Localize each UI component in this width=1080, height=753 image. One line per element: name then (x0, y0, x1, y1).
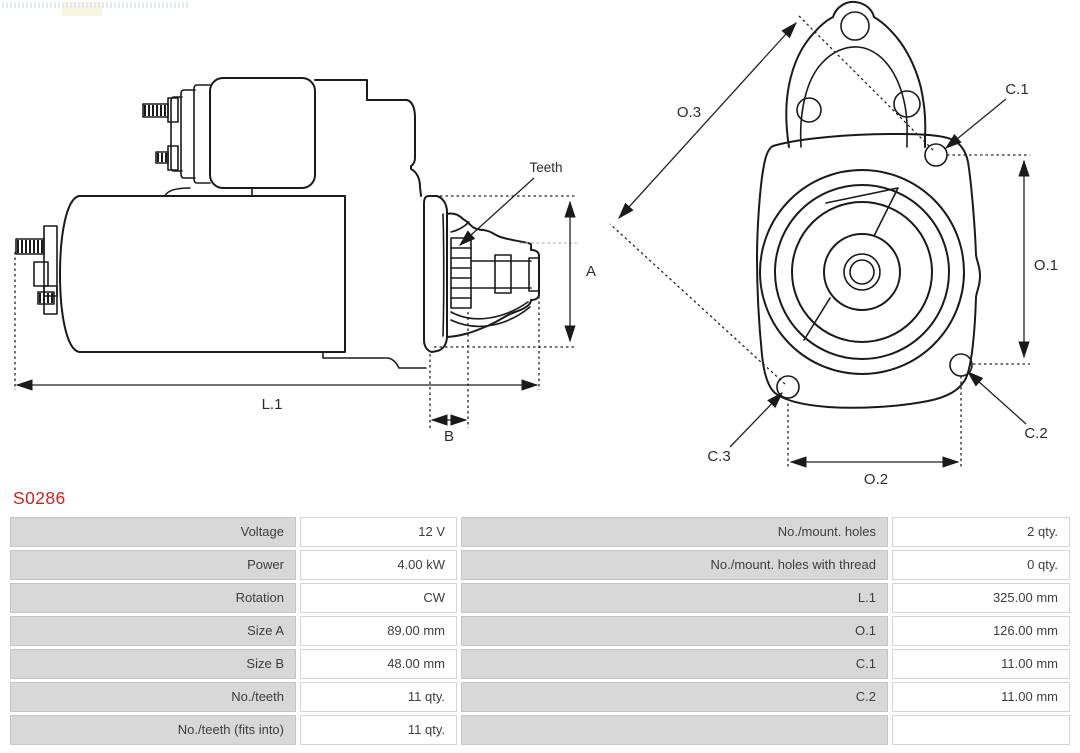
side-view: Teeth A L.1 B (14, 77, 596, 445)
dim-label-o3: O.3 (677, 104, 701, 121)
spec-value: 48.00 mm (300, 649, 457, 679)
starter-motor-technical-drawing: Teeth A L.1 B (14, 0, 1058, 488)
dim-label-l1: L.1 (262, 396, 283, 413)
spec-value: 12 V (300, 517, 457, 547)
spec-label: C.1 (461, 649, 888, 679)
spec-label: O.1 (461, 616, 888, 646)
dim-label-o2: O.2 (864, 471, 888, 488)
spec-value: 4.00 kW (300, 550, 457, 580)
spec-table: Voltage 12 V No./mount. holes 2 qty. Pow… (10, 517, 1070, 745)
front-view: O.3 C.1 O.1 C.3 C.2 O.2 (609, 0, 1058, 488)
part-number: S0286 (13, 488, 66, 508)
spec-value: CW (300, 583, 457, 613)
spec-value: 89.00 mm (300, 616, 457, 646)
spec-value: 126.00 mm (892, 616, 1070, 646)
spec-value: 11 qty. (300, 682, 457, 712)
teeth-label: Teeth (529, 160, 562, 175)
spec-value (892, 715, 1070, 745)
dim-label-a: A (586, 263, 596, 280)
top-mount-hole (840, 11, 870, 41)
dim-label-c2: C.2 (1024, 425, 1047, 442)
spec-value: 11.00 mm (892, 649, 1070, 679)
dim-label-b: B (444, 428, 454, 445)
dim-label-c3: C.3 (707, 448, 730, 465)
spec-label: Size A (10, 616, 296, 646)
spec-value: 2 qty. (892, 517, 1070, 547)
brand-watermark (2, 2, 190, 16)
spec-label: No./teeth (10, 682, 296, 712)
spec-label: Rotation (10, 583, 296, 613)
bell-left-hole (796, 97, 822, 123)
dim-label-c1: C.1 (1005, 81, 1028, 98)
spec-label: Size B (10, 649, 296, 679)
dim-label-o1: O.1 (1034, 257, 1058, 274)
spec-value: 11 qty. (300, 715, 457, 745)
spec-label: No./teeth (fits into) (10, 715, 296, 745)
mount-hole-c1 (924, 143, 948, 167)
spec-label: L.1 (461, 583, 888, 613)
spec-label (461, 715, 888, 745)
spec-value: 325.00 mm (892, 583, 1070, 613)
spec-label: Power (10, 550, 296, 580)
spec-value: 0 qty. (892, 550, 1070, 580)
spec-label: Voltage (10, 517, 296, 547)
spec-value: 11.00 mm (892, 682, 1070, 712)
pinion-teeth (450, 247, 472, 299)
spec-label: No./mount. holes (461, 517, 888, 547)
spec-label: No./mount. holes with thread (461, 550, 888, 580)
bell-right-hole (893, 90, 921, 118)
spec-label: C.2 (461, 682, 888, 712)
